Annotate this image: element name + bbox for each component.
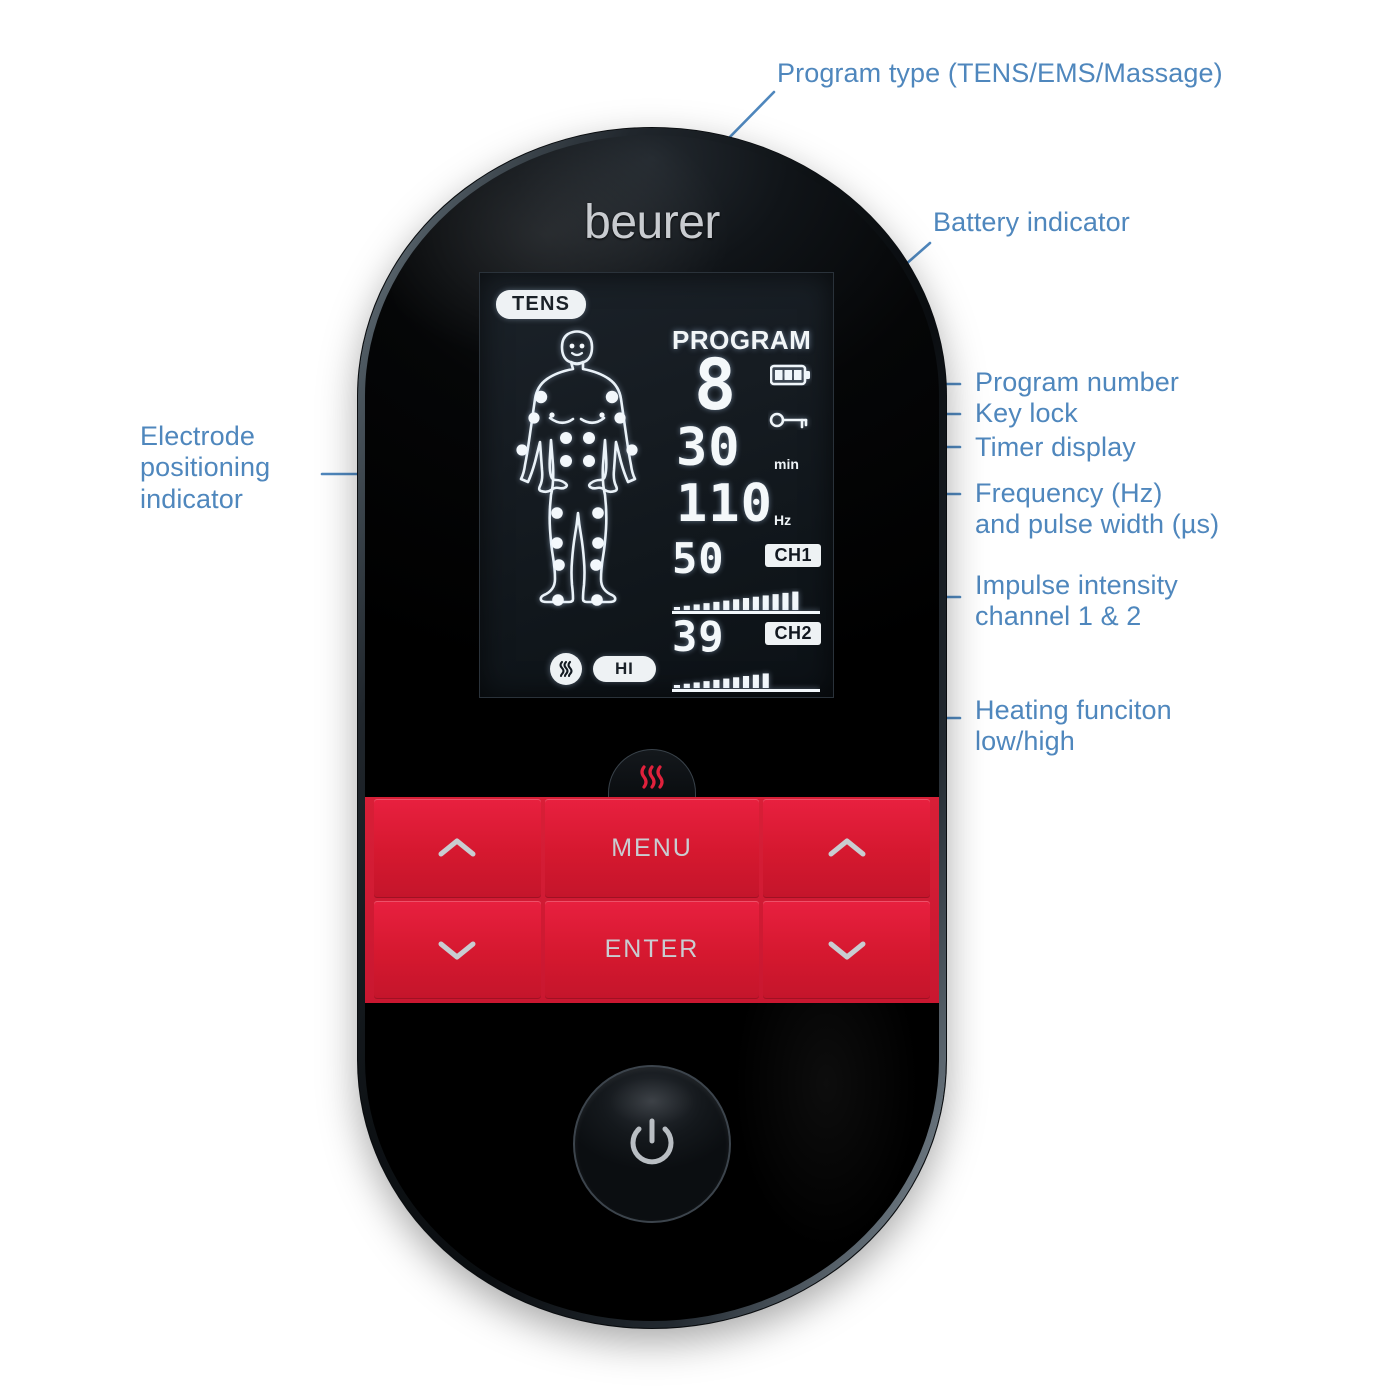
frequency-value: 110 <box>676 474 773 534</box>
lcd-readout-column: PROGRAM 8 <box>670 325 825 694</box>
program-number-row: 8 <box>670 350 825 429</box>
keypad-row-bottom: ENTER <box>374 900 930 999</box>
program-number-value: 8 <box>694 344 738 426</box>
device-faceplate: beurer TENS <box>365 135 939 1321</box>
enter-button[interactable]: ENTER <box>544 900 760 999</box>
lcd-display: TENS <box>479 272 834 698</box>
annotation-electrode: Electrode positioning indicator <box>140 421 271 514</box>
menu-button[interactable]: MENU <box>544 799 760 898</box>
heating-level-badge: HI <box>593 656 656 682</box>
chevron-down-icon <box>828 941 866 960</box>
channel1-value: 50 <box>672 534 725 583</box>
keypad-row-top: MENU <box>374 799 930 898</box>
channel2-intensity-bars <box>672 673 820 692</box>
annotation-program-type: Program type (TENS/EMS/Massage) <box>777 58 1223 88</box>
channel1-tag: CH1 <box>765 544 821 567</box>
program-type-badge: TENS <box>496 290 587 319</box>
annotation-program-number: Program number <box>975 367 1179 397</box>
annotation-battery: Battery indicator <box>933 207 1130 237</box>
annotation-key-lock: Key lock <box>975 398 1078 428</box>
frequency-row: 110 Hz <box>670 478 825 538</box>
annotation-impulse: Impulse intensity channel 1 & 2 <box>975 570 1178 632</box>
chevron-up-icon <box>828 838 866 857</box>
annotation-heating: Heating funciton low/high <box>975 695 1172 757</box>
channel2-block: 39 CH2 <box>670 616 825 694</box>
keypad: MENU ENTER <box>365 797 939 1003</box>
frequency-unit: Hz <box>774 512 792 528</box>
power-icon <box>630 1118 674 1165</box>
chevron-down-icon <box>438 941 476 960</box>
timer-value: 30 <box>676 418 741 478</box>
channel2-up-button[interactable] <box>763 799 930 898</box>
channel2-value: 39 <box>672 612 725 661</box>
heat-waves-icon <box>640 765 664 789</box>
device-bezel: beurer TENS <box>358 128 946 1328</box>
timer-row: 30 min <box>670 422 825 478</box>
heat-waves-icon <box>550 653 582 685</box>
power-button[interactable] <box>573 1065 731 1223</box>
key-lock-icon <box>769 412 808 429</box>
channel2-down-button[interactable] <box>763 900 930 999</box>
channel2-tag: CH2 <box>765 622 821 645</box>
electrode-positioning-indicator <box>516 330 638 606</box>
heating-indicator-row: HI <box>550 653 656 685</box>
annotation-timer: Timer display <box>975 432 1136 462</box>
timer-unit: min <box>774 456 799 472</box>
program-label: PROGRAM <box>672 325 812 355</box>
channel1-intensity-bars <box>672 591 820 614</box>
channel1-down-button[interactable] <box>374 900 541 999</box>
heat-button[interactable] <box>608 749 696 797</box>
annotation-frequency: Frequency (Hz) and pulse width (µs) <box>975 478 1220 540</box>
channel1-block: 50 CH1 <box>670 538 825 616</box>
battery-icon <box>770 364 810 386</box>
tens-ems-device: beurer TENS <box>358 128 946 1328</box>
brand-logo: beurer <box>584 196 720 249</box>
channel1-up-button[interactable] <box>374 799 541 898</box>
chevron-up-icon <box>438 838 476 857</box>
